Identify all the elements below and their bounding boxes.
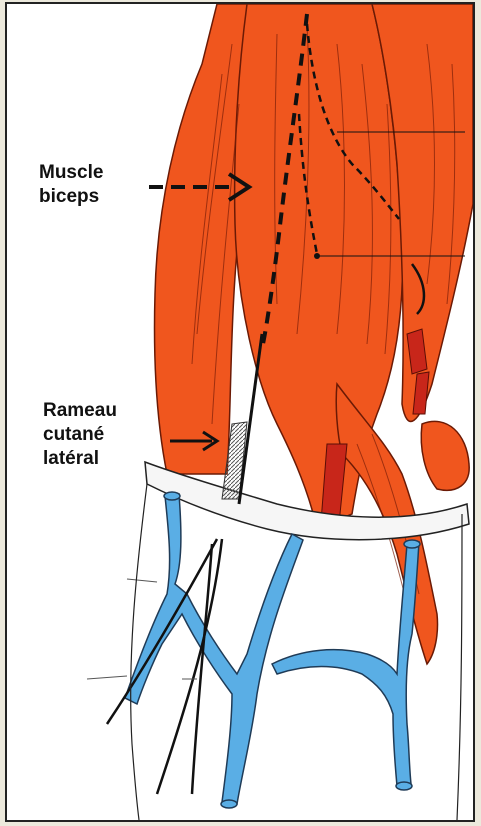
- basilic-vein: [272, 542, 419, 786]
- forearm-muscle: [421, 421, 469, 490]
- vein-cut-end-right: [404, 540, 420, 548]
- vein-cut-end-bottom-right: [396, 782, 412, 790]
- cephalic-vein: [125, 494, 303, 804]
- musculocutaneous-nerve: [239, 334, 262, 504]
- figure-frame: Muscle biceps Rameau cutané latéral: [5, 2, 475, 822]
- label-rameau-cutane-lateral: Rameau cutané latéral: [43, 399, 117, 471]
- vein-cut-end-bottom: [221, 800, 237, 808]
- forearm-cutaneous-nerves: [107, 539, 222, 794]
- label-muscle-biceps: Muscle biceps: [39, 161, 103, 209]
- vein-cut-end-left: [164, 492, 180, 500]
